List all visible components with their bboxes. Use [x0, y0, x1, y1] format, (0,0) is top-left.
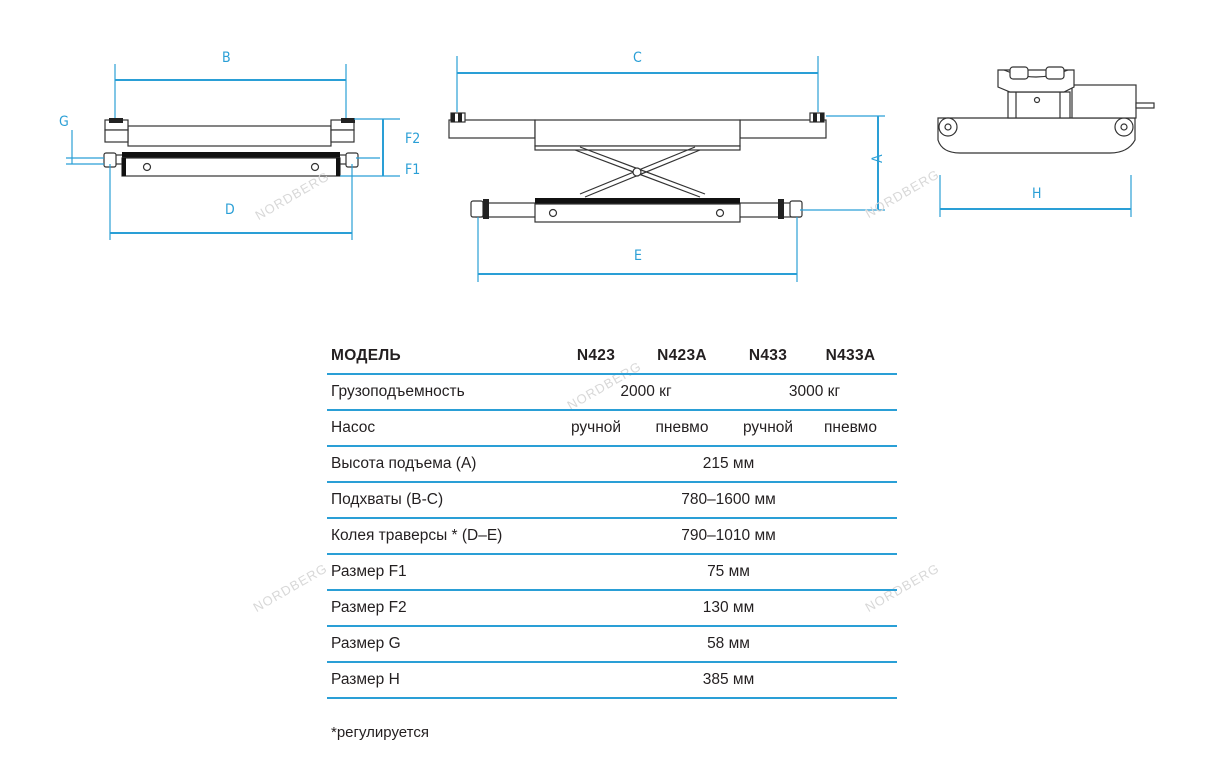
row-value: ручной — [732, 409, 804, 446]
watermark: NORDBERG — [250, 560, 330, 615]
row-label: Подхваты (В-С) — [327, 481, 560, 518]
table-row: Подхваты (В-С)780–1600 мм — [327, 481, 897, 518]
row-label: Грузоподъемность — [327, 373, 560, 410]
middle-view-drawing — [448, 56, 885, 282]
row-label: Колея траверсы * (D–E) — [327, 517, 560, 554]
row-value: 385 мм — [560, 661, 897, 699]
label-h: H — [1032, 186, 1041, 202]
row-value: 790–1010 мм — [560, 517, 897, 554]
row-label: Насос — [327, 409, 560, 446]
row-value: пневмо — [804, 409, 897, 446]
label-e: E — [634, 248, 642, 264]
row-value: 3000 кг — [732, 373, 897, 410]
row-label: Размер F1 — [327, 553, 560, 590]
left-view-drawing — [66, 64, 400, 240]
label-g: G — [59, 114, 69, 130]
right-view-drawing — [937, 66, 1155, 217]
specs-table: МОДЕЛЬ N423 N423A N433 N433A Грузоподъем… — [327, 338, 897, 699]
header-model-n433a: N433A — [804, 338, 897, 375]
header-model-label: МОДЕЛЬ — [327, 338, 560, 375]
row-value: 75 мм — [560, 553, 897, 590]
technical-drawings: B G F2 F1 D — [59, 50, 1155, 282]
table-row: Высота подъема (А)215 мм — [327, 445, 897, 482]
row-value: 2000 кг — [560, 373, 732, 410]
label-d: D — [225, 202, 235, 218]
row-label: Размер G — [327, 625, 560, 662]
header-model-n423a: N423A — [632, 338, 732, 375]
row-label: Размер F2 — [327, 589, 560, 626]
label-f2: F2 — [405, 131, 420, 147]
row-value: 130 мм — [560, 589, 897, 626]
row-value: пневмо — [632, 409, 732, 446]
row-label: Высота подъема (А) — [327, 445, 560, 482]
label-b: B — [222, 50, 231, 66]
footnote: *регулируется — [331, 724, 429, 741]
row-value: 58 мм — [560, 625, 897, 662]
row-value: 780–1600 мм — [560, 481, 897, 518]
table-header-row: МОДЕЛЬ N423 N423A N433 N433A — [327, 338, 897, 375]
row-value: ручной — [560, 409, 632, 446]
label-f1: F1 — [405, 162, 420, 178]
row-label: Размер H — [327, 661, 560, 699]
label-c: C — [633, 50, 642, 66]
header-model-n423: N423 — [560, 338, 632, 375]
table-row: Колея траверсы * (D–E)790–1010 мм — [327, 517, 897, 554]
row-value: 215 мм — [560, 445, 897, 482]
label-a: A — [870, 154, 886, 163]
header-model-n433: N433 — [732, 338, 804, 375]
